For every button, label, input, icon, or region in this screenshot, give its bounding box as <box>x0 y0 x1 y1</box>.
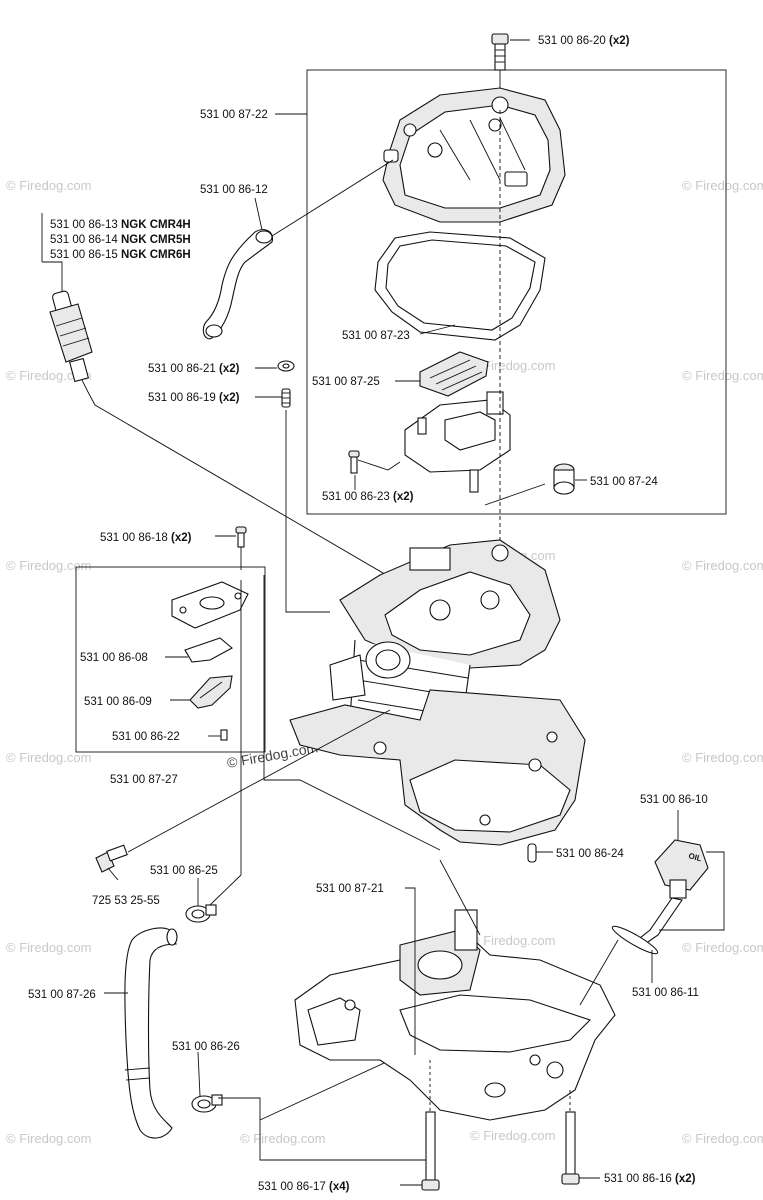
crank-case-upper-part <box>289 689 586 846</box>
part-label: 531 00 86-16 (x2) <box>604 1173 696 1185</box>
kit-plate-part <box>171 581 249 629</box>
part-label: 531 00 86-22 <box>112 731 180 743</box>
part-label: 531 00 87-24 <box>590 476 658 488</box>
bolt-top-part <box>491 33 509 71</box>
watermark: © Firedog.com <box>682 940 763 955</box>
part-label: 531 00 86-13 NGK CMR4H <box>50 219 191 231</box>
watermark: © Firedog.com <box>682 558 763 573</box>
spark-plug-part <box>49 290 93 393</box>
o-ring-part <box>611 925 659 955</box>
part-label: 531 00 86-11 <box>632 987 699 999</box>
part-label: 531 00 86-25 <box>150 865 218 877</box>
watermark: © Firedog.com <box>470 1128 555 1143</box>
valve-cover-group-box <box>306 69 727 515</box>
crankcase-part <box>294 909 616 1121</box>
part-label: 531 00 87-26 <box>28 989 96 1001</box>
bolt-bottom-part <box>421 1111 440 1191</box>
cylinder-head-part <box>329 539 561 741</box>
valve-cover-part <box>382 87 566 223</box>
watermark: © Firedog.com <box>6 368 91 383</box>
watermark: © Firedog.com <box>470 358 555 373</box>
drain-bolt-part <box>95 844 128 873</box>
part-label: 531 00 86-18 (x2) <box>100 532 192 544</box>
bolt-right-part <box>561 1111 580 1185</box>
kit-bracket2-part <box>189 675 233 709</box>
part-label: 531 00 87-22 <box>200 109 268 121</box>
watermark: © Firedog.com <box>6 558 91 573</box>
screw-small-part <box>348 450 360 474</box>
watermark: © Firedog.com <box>6 178 91 193</box>
watermark: © Firedog.com <box>240 1131 325 1146</box>
hose-part <box>202 229 274 340</box>
watermark: © Firedog.com <box>6 1131 91 1146</box>
part-label: 531 00 86-21 (x2) <box>148 363 240 375</box>
watermark: © Firedog.com <box>682 1131 763 1146</box>
watermark: © Firedog.com <box>6 750 91 765</box>
part-label: 531 00 86-24 <box>556 848 624 860</box>
cap-part <box>553 463 575 495</box>
part-label: 531 00 87-25 <box>312 376 380 388</box>
kit-group-box <box>75 566 266 753</box>
oil-cap-part: OIL <box>639 839 709 945</box>
breather-block-part <box>404 391 511 493</box>
oil-cap-text: OIL <box>687 851 702 863</box>
washer-part <box>277 360 295 372</box>
part-label: 531 00 86-15 NGK CMR6H <box>50 249 191 261</box>
watermark: © Firedog.com <box>470 933 555 948</box>
clamp-bottom-part <box>191 1094 223 1113</box>
filter-part <box>419 351 489 397</box>
part-label: 531 00 87-27 <box>110 774 178 786</box>
stud-part <box>281 388 291 408</box>
gasket-part <box>374 231 546 341</box>
part-label: 531 00 86-09 <box>84 696 152 708</box>
part-label: 531 00 86-10 <box>640 794 708 806</box>
part-label: 531 00 87-21 <box>316 883 384 895</box>
part-label: 531 00 86-23 (x2) <box>322 491 414 503</box>
labels: 531 00 86-20 (x2) 531 00 87-22 531 00 86… <box>28 35 708 1193</box>
watermark: © Firedog.com <box>682 750 763 765</box>
watermark: © Firedog.com <box>682 178 763 193</box>
kit-bracket1-part <box>184 637 233 663</box>
part-label: 531 00 86-19 (x2) <box>148 392 240 404</box>
part-label: 531 00 86-14 NGK CMR5H <box>50 234 191 246</box>
kit-screw-part <box>235 526 247 548</box>
part-label: 531 00 86-17 (x4) <box>258 1181 350 1193</box>
part-label: 531 00 86-12 <box>200 184 268 196</box>
pin-part <box>527 843 537 863</box>
tube-part <box>124 927 178 1139</box>
watermark: © Firedog.com <box>682 368 763 383</box>
part-label: 531 00 86-20 (x2) <box>538 35 630 47</box>
part-label: 531 00 86-08 <box>80 652 148 664</box>
part-label: 531 00 86-26 <box>172 1041 240 1053</box>
clamp-top-part <box>185 904 217 923</box>
part-label: 531 00 87-23 <box>342 330 410 342</box>
kit-small-screw-part <box>220 729 228 741</box>
watermark: © Firedog.com <box>6 940 91 955</box>
part-label: 725 53 25-55 <box>92 895 160 907</box>
spark-plug-label-box: 531 00 86-13 NGK CMR4H 531 00 86-14 NGK … <box>41 213 191 292</box>
